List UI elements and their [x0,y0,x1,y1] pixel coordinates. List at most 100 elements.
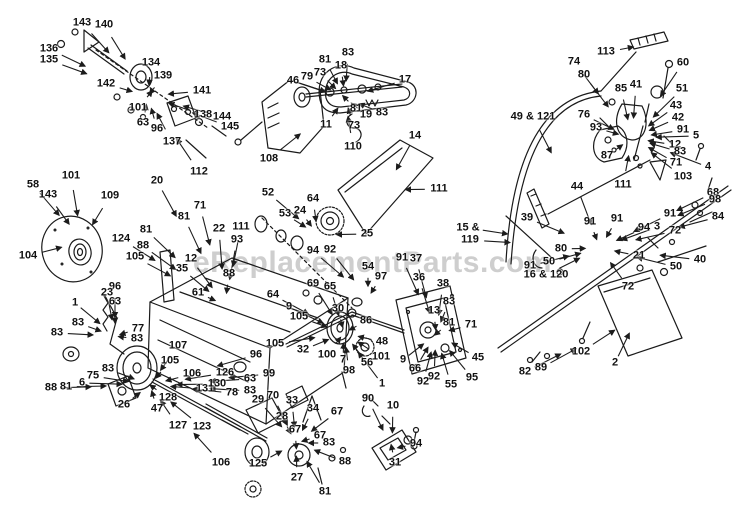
part-number-label: 73 [347,119,361,132]
part-number-label: 143 [38,188,58,201]
part-number-label: 2 [611,356,619,369]
part-number-label: 28 [275,410,289,423]
part-number-label: 25 [360,227,374,240]
part-number-label: 99 [262,367,276,380]
part-number-label: 26 [117,398,131,411]
part-number-label: 73 [313,66,327,79]
part-number-label: 111 [232,220,250,233]
part-number-label: 27 [290,471,304,484]
part-number-label: 29 [251,393,265,406]
part-number-label: 136 [39,42,59,55]
part-number-label: 41 [629,78,643,91]
part-number-label: 22 [212,222,226,235]
part-number-label: 83 [375,106,389,119]
part-number-label: 43 [669,99,683,112]
part-number-label: 61 [191,286,205,299]
part-number-label: 58 [26,178,40,191]
part-number-label: 83 [50,326,64,339]
part-number-label: 98 [708,193,722,206]
part-number-label: 108 [259,152,279,165]
part-number-label: 74 [567,55,581,68]
part-number-label: 11 [320,118,332,131]
part-number-label: 70 [266,389,280,402]
part-number-label: 125 [248,457,268,470]
part-number-label: 106 [182,367,202,380]
part-number-label: 33 [285,394,299,407]
part-number-label: 112 [190,165,208,178]
part-number-label: 77 [131,322,145,335]
part-number-label: 81 [318,53,332,66]
part-number-label: 46 [286,74,300,87]
part-number-label: 139 [153,69,173,82]
part-number-label: 81 [318,485,332,498]
part-number-label: 101 [61,169,81,182]
part-number-label: 10 [386,399,400,412]
part-number-label: 83 [130,332,144,345]
part-number-label: 82 [518,365,532,378]
part-number-label: 23 [100,286,114,299]
part-number-label: 96 [150,122,164,135]
part-number-label: 54 [361,260,375,273]
part-number-label: 109 [100,189,120,202]
part-number-label: 87 [600,149,614,162]
part-number-label: 72 [621,280,635,293]
part-number-label: 72 [668,224,682,237]
part-number-label: 88 [136,239,150,252]
part-number-label: 91 [676,123,690,136]
part-number-label: 80 [554,242,568,255]
part-number-label: 14 [408,129,422,142]
part-number-label: 144 [212,110,232,123]
part-number-label: 101 [128,101,148,114]
part-number-label: 106 [211,456,231,469]
part-number-label: 67 [330,405,344,418]
part-number-label: 102 [571,345,591,358]
part-number-label: 49 & 121 [510,110,556,123]
part-number-label: 88 [44,381,58,394]
part-number-label: 63 [243,372,257,385]
part-number-label: 24 [293,204,307,217]
part-number-label: 55 [444,378,458,391]
part-number-label: 105 [125,250,145,263]
part-number-label: 67 [313,429,327,442]
part-number-label: 101 [371,350,391,363]
part-number-label: 93 [230,233,244,246]
part-number-label: 16 & 120 [523,268,569,281]
part-number-label: 6 [78,376,86,389]
part-number-label: 137 [162,135,182,148]
part-number-label: 1 [71,296,79,309]
part-number-label: 71 [464,318,478,331]
part-number-label: 4 [704,160,712,173]
part-number-label: 83 [673,145,687,158]
part-number-label: 64 [266,288,280,301]
part-number-label: 98 [342,364,356,377]
part-number-label: 20 [150,174,164,187]
part-number-label: 60 [676,56,690,69]
part-number-label: 63 [108,295,122,308]
part-number-label: 140 [94,18,114,31]
part-number-label: 141 [192,84,212,97]
part-number-label: 81 [177,210,191,223]
part-number-label: 48 [375,335,389,348]
part-number-label: 42 [671,111,685,124]
part-number-label: 36 [412,271,426,284]
part-number-label: 80 [577,68,591,81]
part-number-label: 83 [442,295,456,308]
part-number-label: 1 [378,377,386,390]
part-number-label: 92 [427,370,441,383]
part-number-label: 71 [669,156,683,169]
part-number-label: 86 [359,314,373,327]
part-number-label: 65 [323,280,337,293]
part-number-label: 103 [673,170,693,183]
part-number-label: 76 [577,108,591,121]
part-number-label: 134 [141,56,161,69]
part-number-label: 127 [168,419,188,432]
part-number-label: 94 [637,221,651,234]
part-number-label: 83 [101,362,115,375]
part-number-label: 67 [288,423,302,436]
part-number-label: 52 [261,186,275,199]
part-number-label: 96 [108,280,122,293]
part-number-label: 88 [338,455,352,468]
part-number-label: 107 [168,339,188,352]
part-number-label: 18 [334,59,348,72]
part-number-label: 110 [344,140,362,153]
